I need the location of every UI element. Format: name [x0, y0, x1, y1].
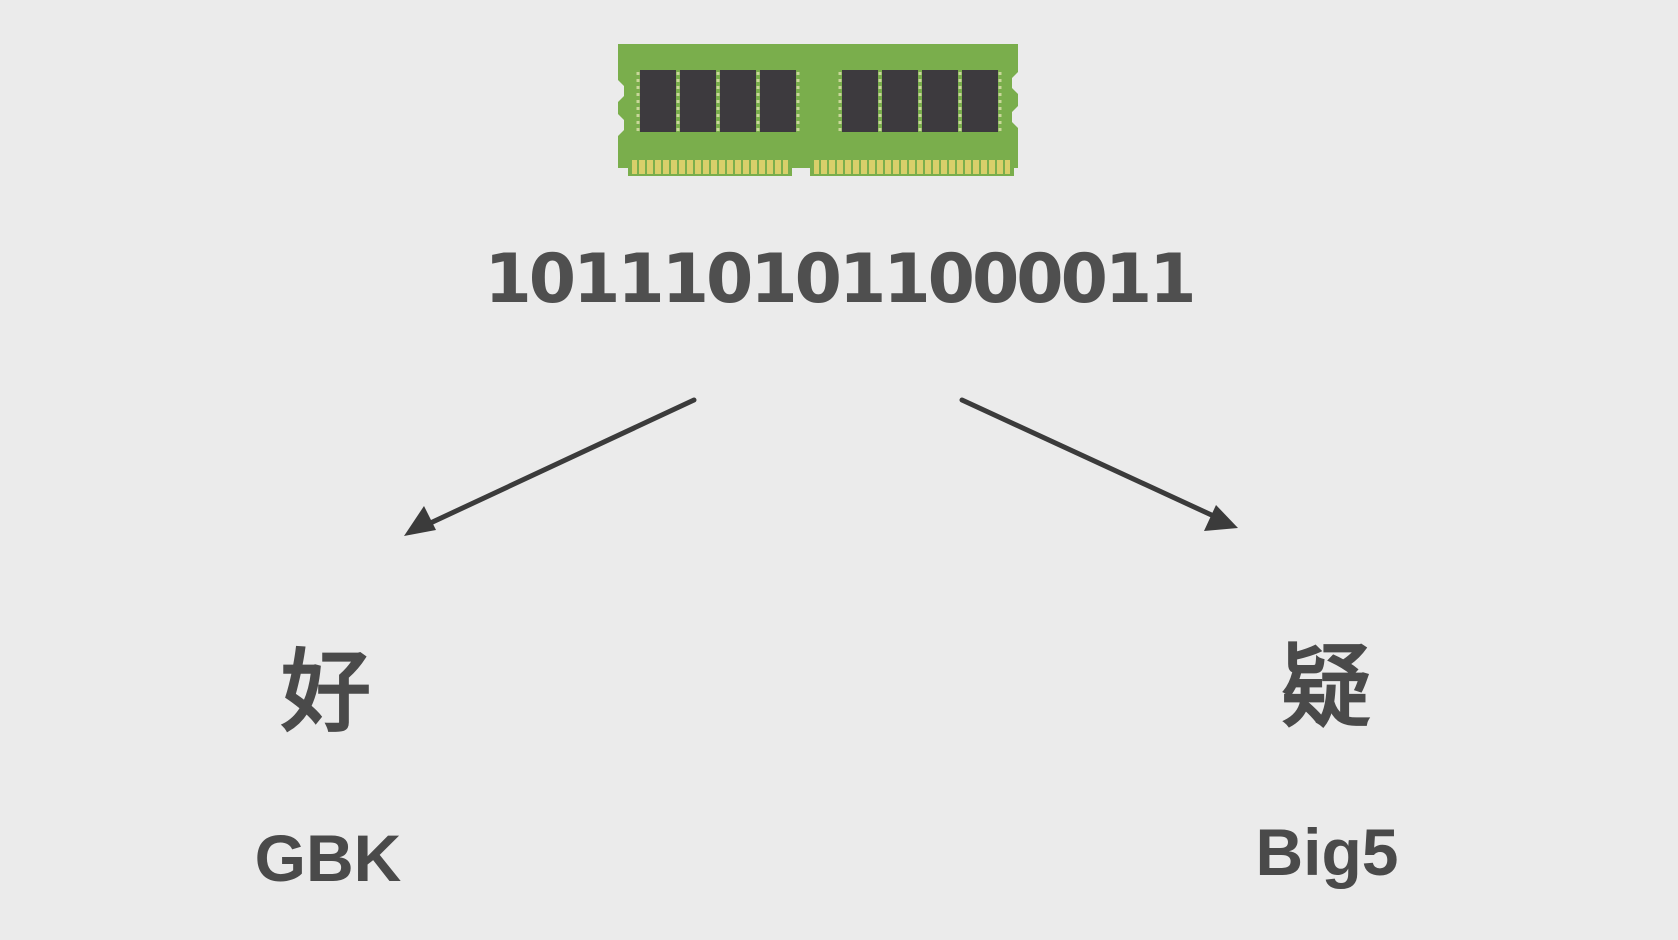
binary-code: 1011101011000011 [484, 240, 1196, 319]
decoded-character-big5: 疑 [1281, 635, 1371, 740]
decoded-character-gbk: 好 [281, 640, 371, 745]
encoding-label-gbk: GBK [254, 821, 402, 895]
encoding-label-big5: Big5 [1255, 815, 1399, 889]
ram-module-icon [618, 44, 1018, 176]
arrow-right [959, 397, 1238, 531]
arrow-left [404, 397, 697, 536]
